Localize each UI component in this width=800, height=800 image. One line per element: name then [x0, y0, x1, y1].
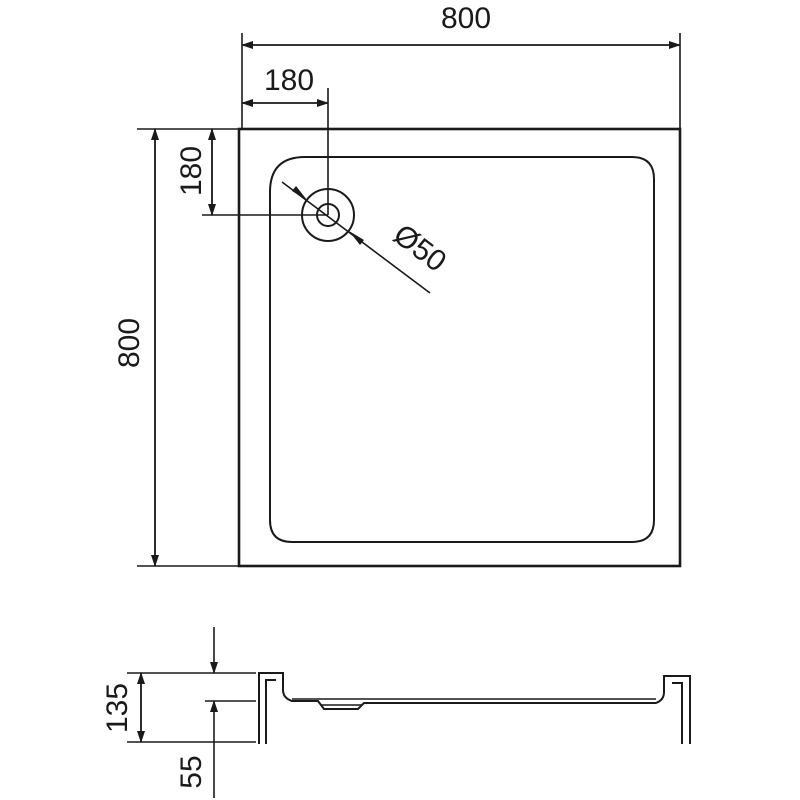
drain-offset-x-label: 180: [264, 64, 314, 97]
drain-diameter-label: Ø50: [387, 218, 452, 278]
tray-section-profile: [258, 672, 691, 744]
diameter-arrow-top: [292, 186, 307, 200]
section-view: 135 55: [101, 627, 691, 798]
diameter-arrow-bottom: [349, 231, 364, 245]
drain-offset-y-label: 180: [175, 146, 208, 196]
tray-inner-basin: [269, 156, 655, 543]
width-label: 800: [441, 2, 491, 35]
height-label: 800: [113, 318, 146, 368]
drain-depth-label: 55: [175, 755, 208, 788]
plan-view: 800 180 800 180 Ø50: [113, 2, 682, 568]
section-height-label: 135: [101, 683, 134, 733]
tray-outer-rim: [237, 127, 682, 568]
